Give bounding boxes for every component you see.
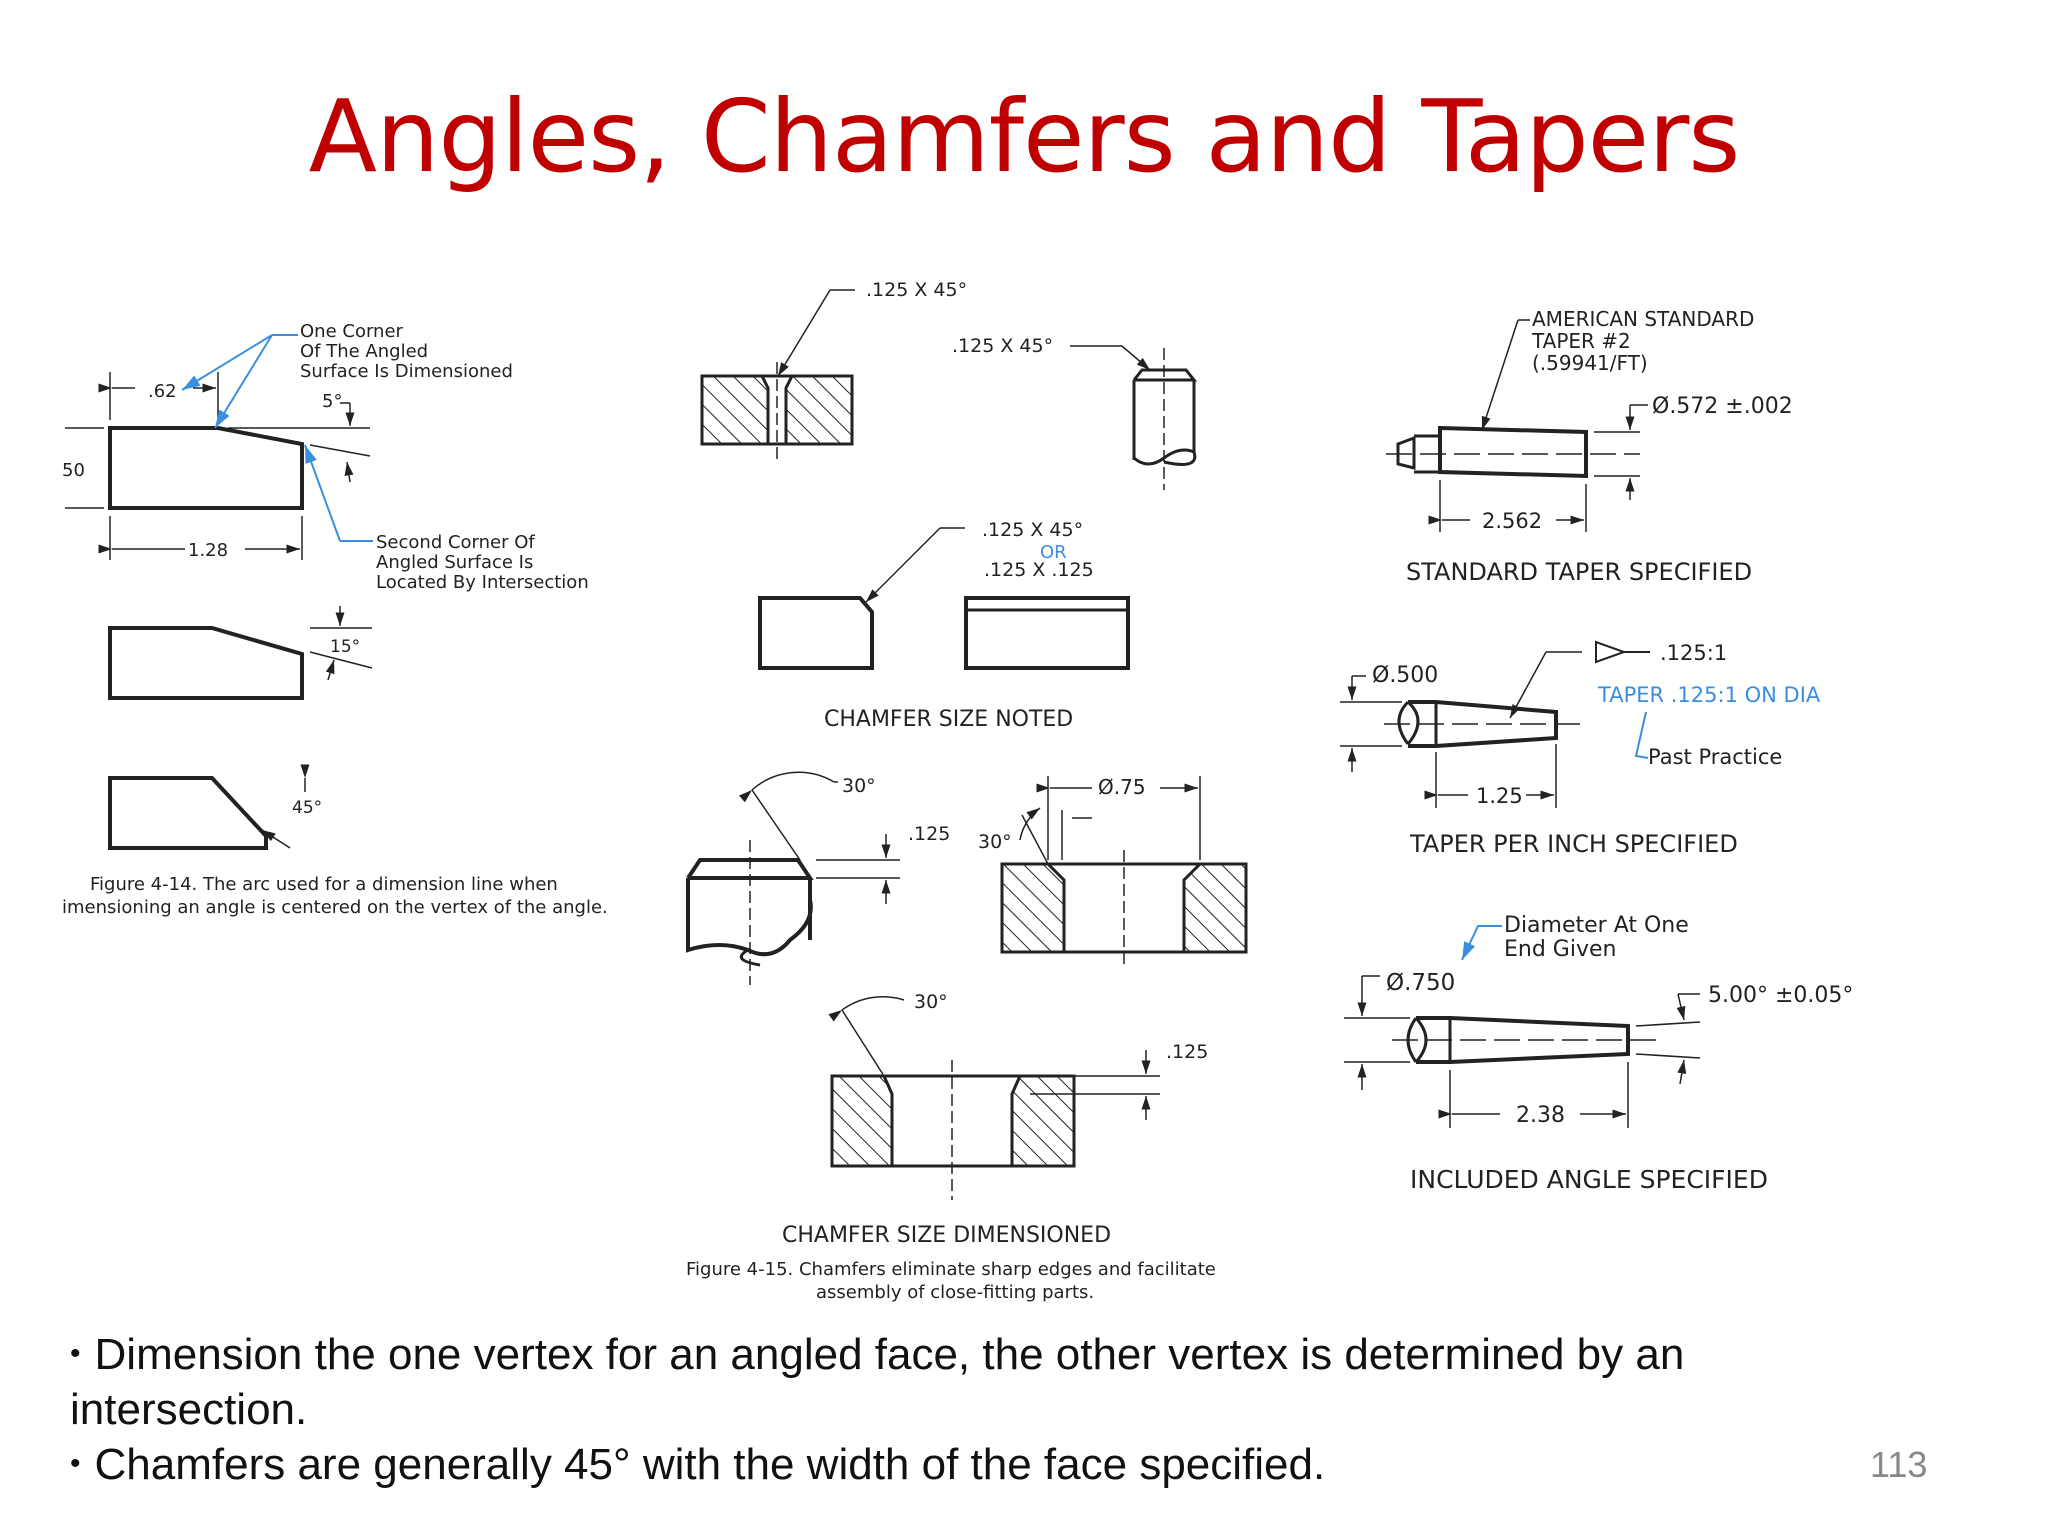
note-one-corner-1: One Corner <box>300 321 404 342</box>
slide-title: Angles, Chamfers and Tapers <box>308 78 1741 195</box>
note-125x45-c: .125 X 45° <box>982 519 1083 541</box>
note-one-corner-3: Surface Is Dimensioned <box>300 361 513 382</box>
figure-4-15-labels: .125 X 45° .125 X 45° .125 X 45° OR .125… <box>686 279 1216 1303</box>
figure-4-15 <box>686 289 1248 1200</box>
dim-125c: .125 <box>1166 1041 1208 1063</box>
fig414-caption-1: Figure 4-14. The arc used for a dimensio… <box>90 874 558 895</box>
dim-5deg: 5° <box>322 391 342 412</box>
inc-dia: Ø.750 <box>1386 970 1455 996</box>
std-len: 2.562 <box>1482 509 1542 533</box>
note-125x45-b: .125 X 45° <box>952 335 1053 357</box>
dim-45deg: 45° <box>292 798 322 818</box>
figure-4-14 <box>65 334 373 850</box>
std-note-1: AMERICAN STANDARD <box>1532 307 1754 331</box>
bullet-dot-2: • <box>70 1447 81 1480</box>
fig415-caption-2: assembly of close-fitting parts. <box>816 1282 1094 1303</box>
bullet-1-text-line1: Dimension the one vertex for an angled f… <box>94 1330 1685 1379</box>
bullet-dot-1: • <box>70 1337 81 1370</box>
bullet-1-text-line2: intersection. <box>70 1385 308 1434</box>
fig414-caption-2: imensioning an angle is centered on the … <box>62 897 608 918</box>
inc-note-2: End Given <box>1504 937 1616 962</box>
label-chamfer-dimensioned: CHAMFER SIZE DIMENSIONED <box>782 1223 1111 1248</box>
bullet-1: • Dimension the one vertex for an angled … <box>70 1326 1684 1437</box>
std-note-3: (.59941/FT) <box>1532 351 1648 375</box>
angled-block-15deg <box>108 626 304 700</box>
bullet-2-text: Chamfers are generally 45° with the widt… <box>94 1440 1326 1489</box>
note-second-corner-1: Second Corner Of <box>376 532 535 553</box>
dim-30b: 30° <box>978 831 1012 853</box>
dim-15deg: 15° <box>330 637 360 657</box>
std-dia: Ø.572 ±.002 <box>1652 394 1793 419</box>
dim-62: .62 <box>148 381 177 402</box>
tpi-ratio: .125:1 <box>1660 641 1727 665</box>
dim-30a: 30° <box>842 775 876 797</box>
page-number: 113 <box>1870 1444 1928 1485</box>
tpi-past-practice: Past Practice <box>1648 745 1782 769</box>
note-125x125: .125 X .125 <box>984 559 1094 581</box>
figure-4-14-labels: .62 50 5° 1.28 15° 45° One Corner Of The… <box>62 321 608 918</box>
angled-block-5deg <box>108 426 304 510</box>
inc-note-1: Diameter At One <box>1504 913 1689 938</box>
tpi-blue-note: TAPER .125:1 ON DIA <box>1597 683 1821 707</box>
tapers-labels: AMERICAN STANDARD TAPER #2 (.59941/FT) Ø… <box>1372 307 1853 1194</box>
dim-50: 50 <box>62 460 85 481</box>
bullet-2: • Chamfers are generally 45° with the wid… <box>70 1436 1325 1492</box>
angled-block-45deg <box>108 776 268 850</box>
note-one-corner-2: Of The Angled <box>300 341 428 362</box>
note-second-corner-3: Located By Intersection <box>376 572 589 593</box>
label-taper-per-inch: TAPER PER INCH SPECIFIED <box>1409 830 1738 858</box>
label-standard-taper: STANDARD TAPER SPECIFIED <box>1406 558 1752 586</box>
inc-len: 2.38 <box>1516 1103 1565 1128</box>
inc-angle: 5.00° ±0.05° <box>1708 983 1853 1008</box>
fig415-caption-1: Figure 4-15. Chamfers eliminate sharp ed… <box>686 1259 1216 1280</box>
tapers-figure <box>1340 319 1701 1128</box>
dim-128: 1.28 <box>188 540 228 561</box>
tpi-dia: Ø.500 <box>1372 663 1438 688</box>
label-chamfer-noted: CHAMFER SIZE NOTED <box>824 707 1073 732</box>
label-included-angle: INCLUDED ANGLE SPECIFIED <box>1410 1165 1768 1194</box>
std-note-2: TAPER #2 <box>1531 329 1631 353</box>
tpi-len: 1.25 <box>1476 784 1523 808</box>
dim-phi75: Ø.75 <box>1098 775 1146 799</box>
dim-30c: 30° <box>914 991 948 1013</box>
note-or: OR <box>1040 542 1067 563</box>
note-125x45-a: .125 X 45° <box>866 279 967 301</box>
dim-125a: .125 <box>908 823 950 845</box>
note-second-corner-2: Angled Surface Is <box>376 552 533 573</box>
